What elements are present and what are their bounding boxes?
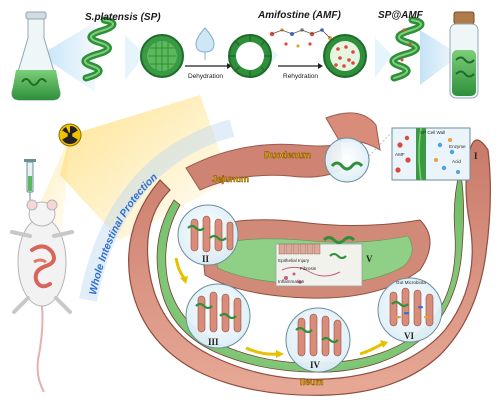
radiation-rays (60, 95, 230, 240)
beam-4 (375, 38, 392, 78)
epithelial-injury-label: Epithelial Injury (278, 258, 310, 263)
panel-v-spiral (322, 236, 356, 244)
inflammation-label: Inflammation (278, 279, 305, 284)
sp-cell-wall-band (416, 128, 426, 180)
sp-label: S.platensis (SP) (85, 12, 161, 23)
beam-5 (420, 30, 460, 85)
beam-1 (40, 22, 95, 92)
enzyme-label: Enzyme (449, 144, 466, 149)
beam-2 (125, 35, 145, 80)
sp-amf-label: SP@AMF (378, 10, 424, 21)
roman-iii: III (208, 337, 219, 347)
fibrosis-label: Fibrosis (300, 266, 317, 271)
rehydration-label: Rehydration (283, 73, 318, 80)
sp-cross-section-icon (140, 34, 184, 78)
spirulina-spiral-icon (81, 16, 117, 82)
roman-iv: IV (310, 360, 321, 370)
dehydration-arrowhead (227, 63, 232, 69)
roman-i: I (474, 151, 478, 161)
jejunum-label: Jejunum (212, 174, 249, 184)
flow-arrow-3 (359, 342, 383, 356)
dehydration-label: Dehydration (188, 73, 223, 80)
top-row: S.platensis (SP) Dehydration (11, 10, 479, 101)
flow-arrow-2 (245, 346, 277, 356)
flask-icon (11, 11, 61, 101)
panel-i-lens (324, 137, 370, 183)
sp-amf-cross-section-icon (323, 34, 367, 78)
roman-ii: II (202, 254, 210, 264)
amf-molecule-icon (269, 28, 332, 48)
sp-cell-wall-label: SP Cell Wall (420, 130, 445, 135)
acid-label: Acid (452, 159, 461, 164)
water-droplet-icon (195, 27, 215, 60)
panel-iii: III (185, 283, 251, 349)
mouse-illustration (10, 159, 74, 393)
panel-iv: IV (285, 307, 351, 373)
sp-amf-spiral-icon (389, 16, 425, 82)
panel-vi: Gut Microbiota VI (377, 277, 443, 343)
radiation-hazard-icon (58, 123, 82, 147)
panel-i: SP Cell Wall AMF Enzyme Acid I (324, 127, 478, 183)
ileum-label: Ileum (300, 377, 324, 387)
panel-v: Epithelial Injury Fibrosis Inflammation … (275, 236, 373, 287)
rehydration-arrowhead (318, 63, 323, 69)
flow-arrow-4 (174, 257, 186, 279)
roman-vi: VI (404, 331, 414, 341)
intestine-wall (128, 139, 491, 396)
vial-icon (449, 11, 479, 99)
roman-v: V (366, 254, 373, 264)
dried-sp-icon (228, 34, 272, 78)
amf-label: Amifostine (AMF) (257, 10, 341, 21)
duodenum-label: Duodenum (264, 150, 311, 160)
amf-small-label: AMF (395, 152, 405, 157)
arc-band (79, 119, 235, 302)
gut-microbiota-label: Gut Microbiota (396, 280, 426, 285)
panel-ii: II (177, 204, 239, 266)
